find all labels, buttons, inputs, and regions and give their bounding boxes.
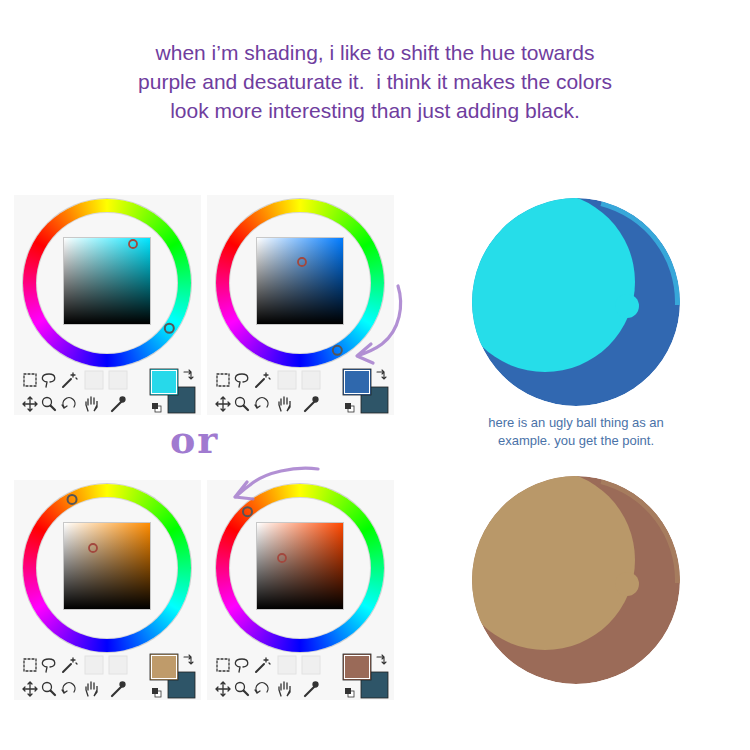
tool-icon [256,373,270,387]
tool-icon [236,398,249,411]
empty-slot [85,371,103,389]
empty-slot [302,656,320,674]
tool-icon [216,682,230,696]
picker-overlay [216,507,388,698]
tool-icon [236,683,249,696]
tool-icon [377,655,386,664]
swatch-inner-border [152,656,177,679]
heading: when i’m shading, i like to shift the hu… [125,38,625,125]
tool-icon [63,373,77,387]
tool-icon [43,398,56,411]
empty-slot [85,656,103,674]
tool-icon [112,682,125,696]
foreground-swatch [343,654,371,680]
tool-icon [255,398,268,408]
shaded-ball [455,470,680,684]
tool-icon [42,374,54,387]
tool-icon [256,658,270,672]
foreground-swatch [150,369,178,395]
picker-overlay [216,258,388,413]
empty-slot [109,371,127,389]
tool-icon [217,659,229,671]
tool-icon [235,659,247,672]
tool-icon [305,397,318,411]
toolbar [23,369,195,413]
hand-drawn-arrow [235,468,318,499]
hue-marker [333,346,342,355]
saturation-square [63,237,151,325]
color-marker [129,240,137,248]
tool-icon [63,658,77,672]
default-colors-icon [345,403,354,412]
tool-icon [279,397,290,411]
tool-icon [86,397,97,411]
picker-overlay [23,240,195,413]
ball-lit-area [455,470,635,650]
color-marker [278,554,286,562]
tool-icon [86,682,97,696]
default-colors-icon [345,688,354,697]
example-note: here is an ugly ball thing as an example… [466,414,686,450]
saturation-square [256,237,344,325]
toolbar [23,654,195,698]
foreground-swatch [343,369,371,395]
tool-icon [217,374,229,386]
tool-icon [112,397,125,411]
tool-icon [216,397,230,411]
tool-icon [255,683,268,693]
tool-icon [24,374,36,386]
tool-icon [305,682,318,696]
picker-overlay [23,495,195,698]
tool-icon [62,398,75,408]
hue-marker [165,324,174,333]
hand-drawn-arrow [357,286,401,363]
swatch-inner-border [345,371,370,394]
hue-marker [243,507,252,516]
tool-icon [184,370,193,379]
saturation-square [63,522,151,610]
or-note: or [170,418,250,462]
tool-icon [43,683,56,696]
empty-slot [302,371,320,389]
ball-lit-area [455,192,635,372]
tool-icon [377,370,386,379]
empty-slot [278,656,296,674]
tool-icon [184,655,193,664]
tool-icon [23,682,37,696]
shaded-ball [455,192,680,406]
toolbar [216,654,388,698]
color-marker [89,544,97,552]
swatch-inner-border [345,656,370,679]
color-marker [298,258,306,266]
swatch-inner-border [152,371,177,394]
hue-marker [68,495,77,504]
tool-icon [42,659,54,672]
tool-icon [235,374,247,387]
foreground-swatch [150,654,178,680]
tool-icon [23,397,37,411]
ball-bump [615,572,639,596]
tool-icon [62,683,75,693]
empty-slot [278,371,296,389]
empty-slot [109,656,127,674]
default-colors-icon [152,688,161,697]
toolbar [216,369,388,413]
tool-icon [24,659,36,671]
tool-icon [279,682,290,696]
default-colors-icon [152,403,161,412]
saturation-square [256,522,344,610]
ball-bump [615,294,639,318]
